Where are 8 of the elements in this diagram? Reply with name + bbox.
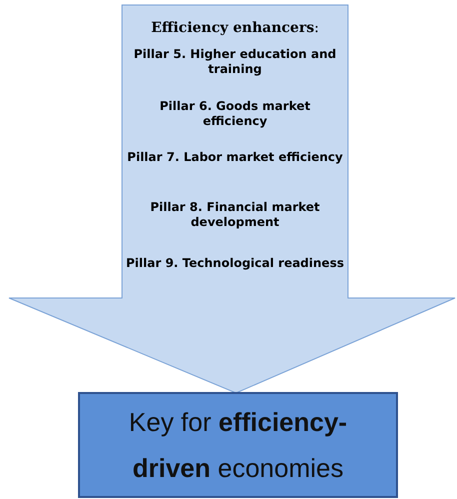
result-text: Key for efficiency-driven economies bbox=[128, 406, 348, 485]
pillar-text: Pillar 6. Goods market efficiency bbox=[158, 99, 312, 129]
result-box bbox=[78, 392, 398, 498]
pillar-text: Pillar 8. Financial market development bbox=[149, 200, 321, 230]
heading-text: Efficiency enhancers: bbox=[150, 20, 320, 36]
pillar-text: Pillar 5. Higher education and training bbox=[132, 47, 338, 77]
pillar-text: Pillar 9. Technological readiness bbox=[126, 256, 344, 271]
pillar-text: Pillar 7. Labor market efficiency bbox=[126, 150, 344, 165]
